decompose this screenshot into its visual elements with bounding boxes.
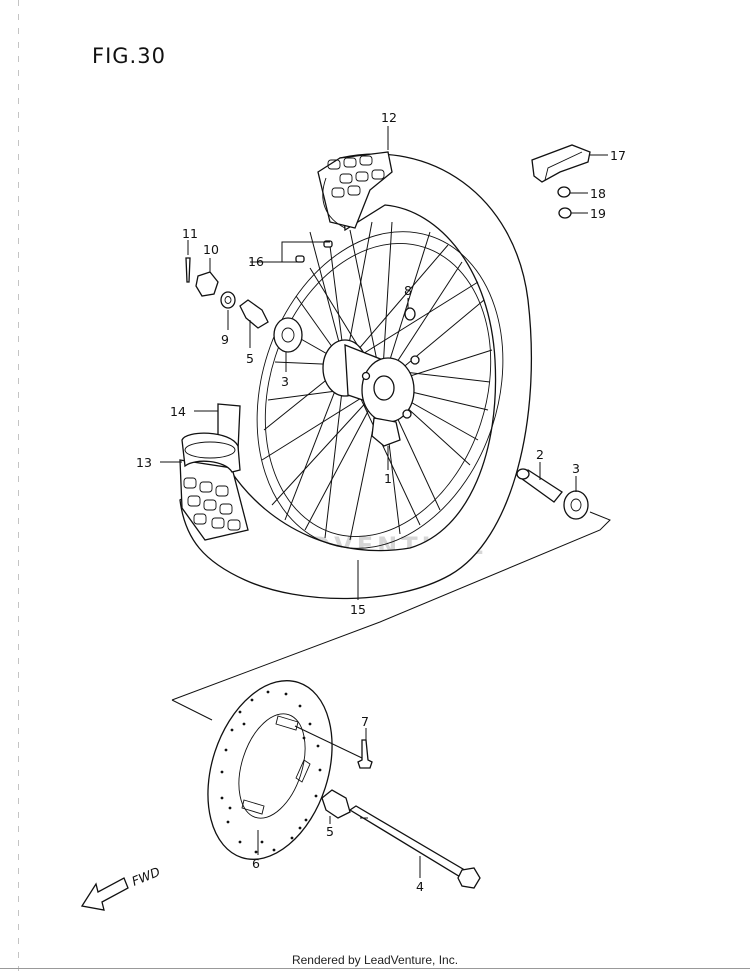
forward-direction-indicator: FWD [80,864,163,911]
callout-3-right: 3 [572,461,580,476]
hub-bore [373,375,395,401]
callout-7: 7 [361,714,369,729]
callout-16: 16 [248,254,264,269]
tire-inner-cut-top [322,177,346,229]
disc-slot-right [295,759,311,783]
brake-disc-holes [220,690,322,854]
part-7-disc-bolt [357,739,373,769]
part-18-washer [557,186,571,198]
callout-5-lower: 5 [326,824,334,839]
callout-18: 18 [590,186,606,201]
callout-11: 11 [182,226,198,241]
tire-tread-top [317,151,393,229]
callout-19: 19 [590,206,606,221]
fwd-label: FWD [130,864,163,889]
part-10-nut [195,271,219,297]
callout-4: 4 [416,879,424,894]
disc-slot-top [275,715,299,731]
part-5-collar-lower [321,789,351,819]
callout-6: 6 [252,856,260,871]
footer-divider [0,968,750,969]
tire-assembly [179,151,533,600]
part-17-rim-lock [531,144,591,183]
forward-arrow-icon [80,877,129,911]
tread-blocks-bottom [183,477,241,531]
tire-outline [179,153,533,600]
wheel-hub [322,339,420,447]
hub-disc-mount [371,417,401,447]
part-6-brake-disc [207,680,333,860]
callout-3-upper: 3 [281,374,289,389]
tread-blocks-top [327,155,385,198]
callout-14: 14 [170,404,186,419]
part-8-nut [404,307,416,321]
callout-17: 17 [610,148,626,163]
callout-13: 13 [136,455,152,470]
part-19-nut [558,207,572,219]
part-5-collar-upper [239,299,269,329]
callout-8: 8 [404,283,412,298]
callout-9: 9 [221,332,229,347]
rim [256,231,504,549]
callout-15: 15 [350,602,366,617]
callout-1: 1 [384,471,392,486]
part-9-washer [220,291,236,309]
rim-inner [264,243,492,537]
footer-credit: Rendered by LeadVenture, Inc. [291,953,459,967]
right-parts [516,144,591,520]
callout-12: 12 [381,110,397,125]
part-4-axle [348,805,470,879]
axle-head [457,867,481,889]
callout-10: 10 [203,242,219,257]
callout-5-upper: 5 [246,351,254,366]
brake-disc-inner [238,713,306,819]
scan-margin-line [18,0,19,971]
disc-slot-bottom [241,799,265,815]
part-3-bearing-upper [273,317,303,353]
tube-and-rimband [181,403,241,473]
part-3-bearing-right [563,490,589,520]
part-16-nipple-a [295,255,305,263]
rim-outer [256,231,504,549]
figure-title: FIG.30 [92,44,166,68]
brake-assembly [207,680,481,889]
callout-2: 2 [536,447,544,462]
valve-parts-left [185,240,416,353]
leader-lines [160,126,611,878]
callout-labels: 12 17 18 19 11 10 16 8 9 5 3 14 13 1 2 3… [136,110,626,894]
